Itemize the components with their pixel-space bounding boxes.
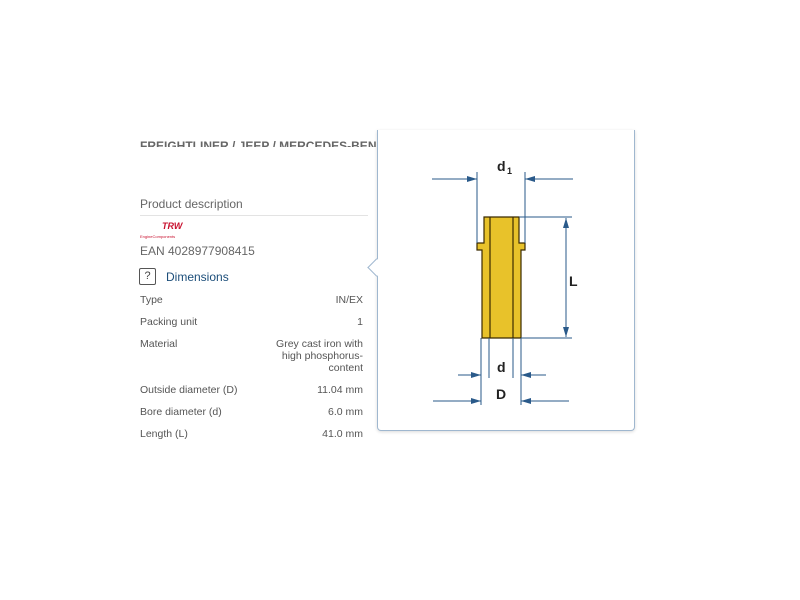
divider <box>140 215 368 216</box>
dimension-lines <box>432 172 573 405</box>
trw-logo: TRW EngineComponents <box>140 221 184 239</box>
spec-value: 11.04 mm <box>317 384 363 396</box>
label-d1-subscript: 1 <box>507 166 512 176</box>
svg-text:EngineComponents: EngineComponents <box>140 234 175 239</box>
spec-value: Grey cast iron with high phosphorus-cont… <box>276 338 363 374</box>
spec-key: Bore diameter (d) <box>140 406 222 418</box>
question-icon[interactable]: ? <box>139 268 156 285</box>
label-D: D <box>496 386 506 402</box>
label-L: L <box>569 273 578 289</box>
spec-value: IN/EX <box>335 294 363 306</box>
label-d: d <box>497 359 506 375</box>
label-d1: d <box>497 158 506 174</box>
spec-key: Type <box>140 294 163 306</box>
spec-key: Length (L) <box>140 428 188 440</box>
spec-key: Material <box>140 338 178 350</box>
spec-key: Outside diameter (D) <box>140 384 238 396</box>
spec-value: 1 <box>357 316 363 328</box>
dimensions-link[interactable]: Dimensions <box>166 270 229 284</box>
product-description-title: Product description <box>140 197 243 211</box>
spec-value: 6.0 mm <box>327 406 363 418</box>
svg-text:TRW: TRW <box>162 221 184 231</box>
vehicle-makes-header: FREIGHTLINER / JEEP / MERCEDES-BENZ <box>140 139 377 147</box>
valve-guide-part <box>476 216 526 339</box>
spec-key: Packing unit <box>140 316 198 328</box>
ean-code: EAN 4028977908415 <box>140 244 255 258</box>
spec-value: 41.0 mm <box>322 428 363 440</box>
